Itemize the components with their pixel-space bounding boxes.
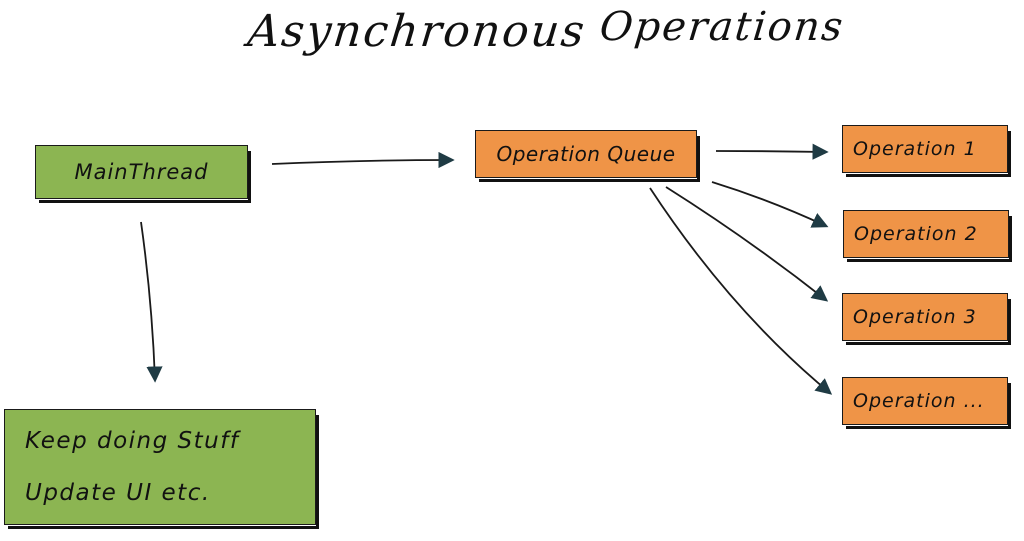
arrow-queue-to-op2 [711, 181, 829, 228]
operation-1-box: Operation 1 [842, 125, 1011, 177]
main-thread-label: MainThread [74, 160, 209, 184]
operation-more-box: Operation ... [842, 377, 1011, 429]
arrow-main-to-queue [271, 151, 455, 169]
keep-doing-box: Keep doing Stuff Update UI etc. [4, 409, 319, 529]
operation-queue-label: Operation Queue [496, 142, 676, 166]
operation-more-label: Operation ... [853, 390, 985, 412]
operation-1-label: Operation 1 [853, 138, 977, 160]
keep-doing-line-1: Keep doing Stuff [25, 428, 240, 454]
operation-queue-box: Operation Queue [475, 130, 700, 182]
arrow-queue-to-op3 [665, 186, 829, 302]
operation-3-label: Operation 3 [853, 306, 977, 328]
operation-2-label: Operation 2 [854, 223, 978, 245]
arrow-main-to-keep [140, 221, 163, 383]
operation-3-box: Operation 3 [842, 293, 1011, 345]
arrow-queue-to-op1 [715, 143, 829, 160]
keep-doing-line-2: Update UI etc. [25, 480, 211, 506]
arrow-queue-to-op-more [649, 187, 833, 395]
operation-2-box: Operation 2 [843, 210, 1012, 262]
main-thread-box: MainThread [35, 145, 251, 203]
